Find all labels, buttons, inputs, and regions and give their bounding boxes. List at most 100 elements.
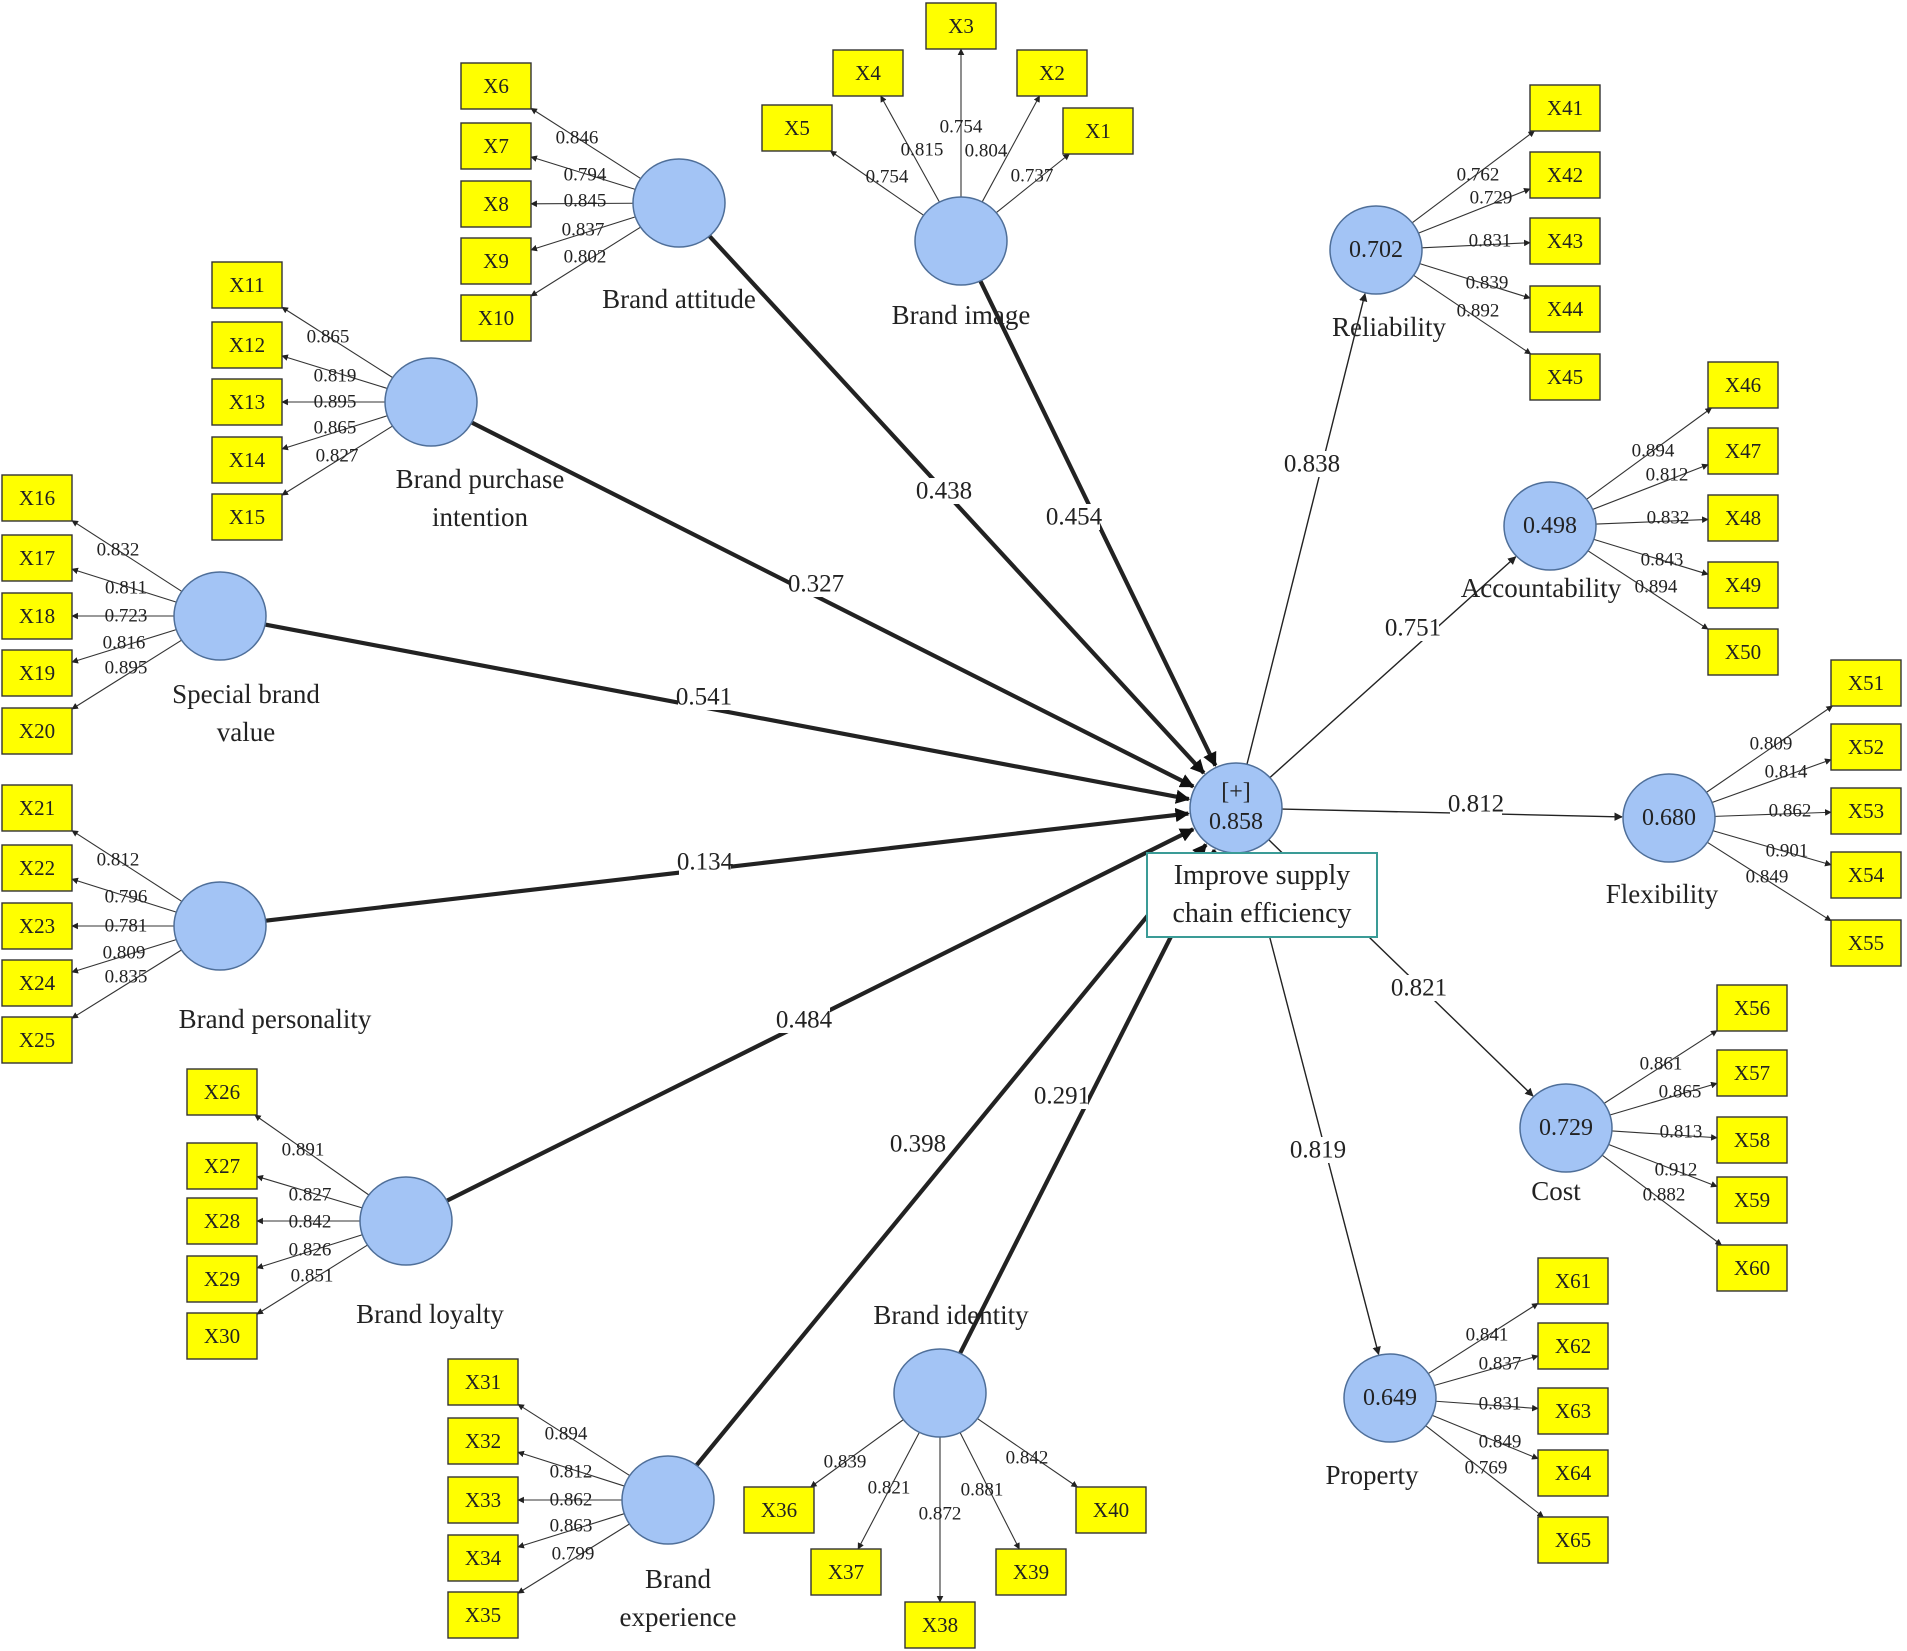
path-coefficient-brand-purchase-intention: 0.327 [788,571,844,598]
construct-name-brand-attitude: Brand attitude [602,284,756,314]
loading-arrow-x29 [256,1234,363,1270]
indicator-box-x10 [460,294,532,342]
indicator-box-x55 [1830,919,1902,967]
loading-arrow-x43 [1421,239,1531,249]
indicator-label-x22: X22 [19,856,55,880]
loading-x10: 0.802 [564,247,607,268]
loading-x7: 0.794 [564,165,607,186]
indicator-label-x36: X36 [761,1498,797,1522]
indicator-box-x35 [447,1591,519,1639]
indicator-label-x6: X6 [483,74,509,98]
loading-x38: 0.872 [919,1504,962,1525]
loading-arrow-x61 [1427,1302,1539,1375]
indicator-box-x54 [1830,851,1902,899]
loading-x48: 0.832 [1647,508,1690,529]
indicator-label-x10: X10 [478,306,514,330]
indicator-box-x60 [1716,1244,1788,1292]
indicator-box-x22 [1,844,73,892]
indicator-box-x5 [761,104,833,152]
indicator-label-x29: X29 [204,1267,240,1291]
indicator-label-x50: X50 [1725,640,1761,664]
loading-x40: 0.842 [1006,1448,1049,1469]
loading-x26: 0.891 [282,1140,325,1161]
indicator-box-x58 [1716,1116,1788,1164]
indicator-label-x60: X60 [1734,1256,1770,1280]
construct-name-flexibility: Flexibility [1606,879,1719,909]
indicator-label-x46: X46 [1725,373,1761,397]
construct-name-brand-purchase-intention-line-2: intention [432,502,528,532]
loading-arrow-x53 [1714,809,1832,817]
hub-label-line-1: Improve supply [1174,860,1351,891]
loading-x22: 0.796 [105,887,148,908]
indicator-label-x61: X61 [1555,1269,1591,1293]
construct-node-brand-personality [173,881,267,971]
indicator-box-x41 [1529,84,1601,132]
indicator-box-x42 [1529,151,1601,199]
indicator-box-x18 [1,592,73,640]
indicator-box-x62 [1537,1322,1609,1370]
construct-node-brand-experience [621,1455,715,1545]
indicator-label-x11: X11 [229,273,264,297]
path-arrow-brand-purchase-intention [470,420,1195,789]
loading-arrow-x4 [880,95,940,203]
indicator-label-x21: X21 [19,796,55,820]
construct-name-special-brand-value-line-1: Special brand [172,679,320,709]
indicator-box-x17 [1,534,73,582]
loading-x52: 0.814 [1765,762,1808,783]
loading-x60: 0.882 [1643,1185,1686,1206]
indicator-label-x18: X18 [19,604,55,628]
loading-arrow-x55 [1707,841,1832,922]
indicator-box-x37 [810,1548,882,1596]
indicator-box-x1 [1062,107,1134,155]
indicator-box-x8 [460,180,532,228]
indicator-box-x34 [447,1534,519,1582]
indicator-box-x12 [211,321,283,369]
path-coefficient-brand-loyalty: 0.484 [776,1007,833,1034]
loading-arrow-x57 [1609,1081,1718,1116]
loading-x46: 0.894 [1632,441,1675,462]
loading-x49: 0.843 [1641,550,1684,571]
indicator-label-x28: X28 [204,1209,240,1233]
indicator-label-x59: X59 [1734,1188,1770,1212]
loading-x18: 0.723 [105,606,148,627]
loading-arrow-x8 [530,200,634,208]
loading-x11: 0.865 [307,327,350,348]
loading-x30: 0.851 [291,1266,334,1287]
construct-name-property: Property [1326,1460,1419,1490]
indicator-label-x63: X63 [1555,1399,1591,1423]
loading-x55: 0.849 [1746,867,1789,888]
indicator-label-x4: X4 [855,61,881,85]
loading-x47: 0.812 [1646,465,1689,486]
loading-arrow-x39 [959,1432,1020,1550]
indicator-box-x6 [460,62,532,110]
indicator-box-x40 [1075,1486,1147,1534]
indicator-label-x49: X49 [1725,573,1761,597]
indicator-box-x24 [1,959,73,1007]
loading-x45: 0.892 [1457,301,1500,322]
loading-arrow-x6 [530,107,642,180]
loading-arrow-x1 [995,153,1070,214]
indicator-box-x59 [1716,1176,1788,1224]
indicator-box-x27 [186,1142,258,1190]
path-coefficient-flexibility: 0.812 [1448,791,1504,818]
loading-arrow-x19 [71,629,177,664]
loading-x31: 0.894 [545,1424,588,1445]
indicator-label-x24: X24 [19,971,56,995]
construct-node-brand-purchase-intention [384,357,478,447]
indicator-box-x52 [1830,723,1902,771]
path-arrow-brand-experience [694,843,1208,1467]
indicator-box-x36 [743,1486,815,1534]
loading-arrow-x62 [1433,1354,1539,1386]
construct-value-property: 0.649 [1363,1385,1417,1411]
loading-x2: 0.804 [965,141,1008,162]
loading-arrow-x42 [1418,188,1531,234]
indicator-label-x9: X9 [483,249,509,273]
indicator-label-x7: X7 [483,134,509,158]
loading-arrow-x48 [1595,516,1709,525]
indicator-label-x2: X2 [1039,61,1065,85]
indicator-label-x26: X26 [204,1080,240,1104]
construct-node-brand-attitude [632,158,726,248]
construct-node-accountability [1503,481,1597,571]
indicator-box-x11 [211,261,283,309]
